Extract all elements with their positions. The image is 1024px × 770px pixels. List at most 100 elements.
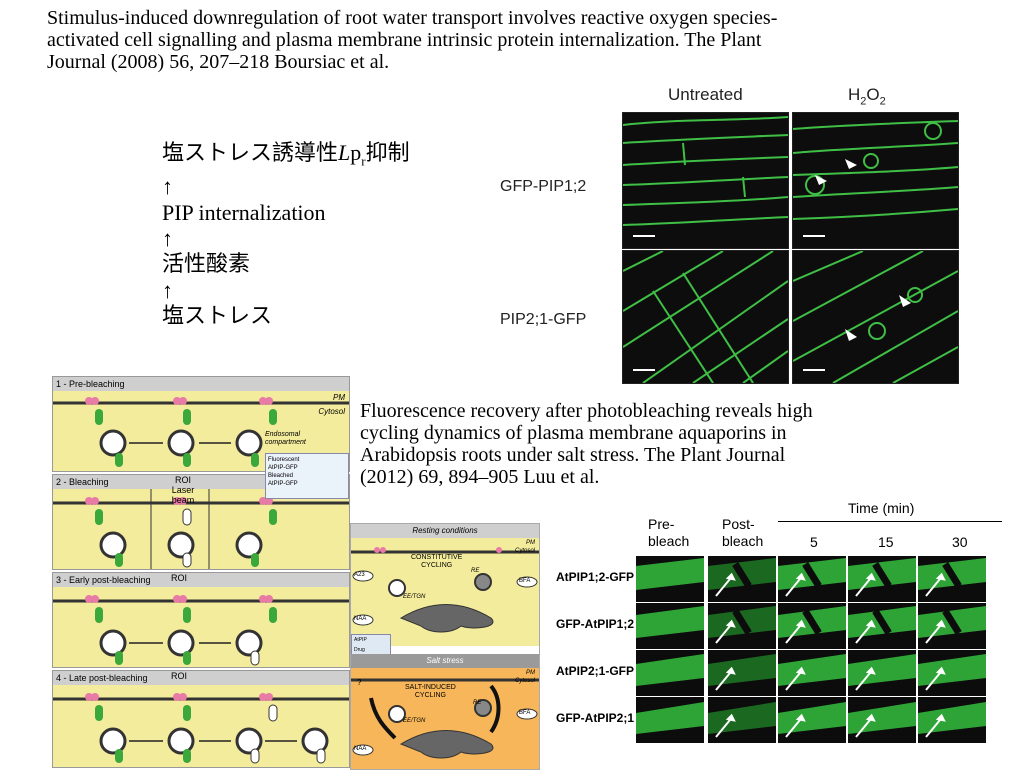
sub-2: 2: [860, 95, 867, 108]
cycling-diagram: Resting conditions CONSTITUTIVE CYCLING …: [350, 523, 540, 770]
cytosol-label: Cytosol: [514, 548, 535, 554]
citation-boursiac: Stimulus-induced downregulation of root …: [47, 7, 1007, 73]
frap-micrograph: [708, 650, 776, 696]
scale-bar: [633, 369, 655, 371]
frap-micrograph: [636, 650, 704, 696]
roi-label: ROI Laser beam: [163, 475, 203, 505]
up-arrow: ↑: [162, 174, 173, 200]
scale-bar: [803, 369, 825, 371]
frap-micrograph: [708, 603, 776, 649]
col-text: Post-: [722, 516, 755, 532]
salt-induced-label: SALT-INDUCED CYCLING: [405, 684, 456, 700]
re-label: RE: [473, 700, 482, 706]
frap-micrograph: [778, 697, 846, 743]
row-label-pip21-gfp: PIP2;1-GFP: [500, 311, 587, 328]
citation-luu: Fluorescence recovery after photobleachi…: [360, 400, 960, 488]
time-header-rule: [778, 521, 1002, 522]
endosome-label: Endosomal compartment: [265, 431, 306, 447]
naa-label: NAA: [354, 616, 367, 622]
cytosol-label: Cytosol: [514, 678, 535, 684]
frap-micrograph: [636, 697, 704, 743]
column-label-untreated: Untreated: [668, 85, 743, 104]
ee-tgn-label: EE/TGN: [403, 594, 426, 600]
frap-micrograph: [848, 650, 916, 696]
citation-line: Arabidopsis roots under salt stress. The…: [360, 444, 786, 466]
a23-label: A23: [354, 572, 365, 578]
flow-line-ros: 活性酸素: [162, 252, 251, 278]
frap-micrograph: [636, 603, 704, 649]
row-label: AtPIP1;2-GFP: [555, 570, 634, 584]
citation-line: cycling dynamics of plasma membrane aqua…: [360, 422, 787, 444]
row-label-gfp-pip12: GFP-PIP1;2: [500, 178, 587, 195]
col-text: Pre-: [648, 516, 675, 532]
o-text: O: [866, 85, 880, 104]
resting-title: Resting conditions: [351, 524, 539, 538]
frap-schematic: 1 - Pre-bleaching PM Cytosol Endosomal c…: [52, 376, 350, 768]
endosome-text: Endosomal: [265, 431, 301, 438]
time-header: Time (min): [848, 500, 915, 516]
stage-early-post-bleaching: 3 - Early post-bleaching ROI: [52, 572, 350, 668]
frap-micrograph: [848, 697, 916, 743]
endosome-text: compartment: [265, 439, 306, 446]
salt-title: Salt stress: [351, 654, 539, 668]
frap-timecourse-figure: Time (min) Pre- bleach Post- bleach 5 15…: [542, 500, 1002, 768]
flow-sub: r: [361, 153, 366, 169]
salt-induced-text: CYCLING: [414, 692, 446, 699]
citation-line: activated cell signalling and plasma mem…: [47, 29, 762, 51]
col-text: bleach: [648, 533, 690, 549]
scale-bar: [633, 235, 655, 237]
salt-panel: Salt stress ? SALT-INDUCED CYCLING PM Cy…: [351, 654, 539, 769]
salt-induced-text: SALT-INDUCED: [405, 684, 456, 691]
ee-tgn-label: EE/TGN: [403, 718, 426, 724]
bfa-label: BFA: [519, 710, 531, 716]
flow-line-salt: 塩ストレス: [162, 304, 273, 330]
constitutive-label: CONSTITUTIVE CYCLING: [411, 554, 462, 570]
row-label: AtPIP2;1-GFP: [555, 664, 634, 678]
flow-line-lpr: 塩ストレス誘導性Lpr抑制: [162, 138, 482, 176]
legend-box: Fluorescent AtPIP-GFP Bleached AtPIP-GFP: [265, 453, 349, 499]
micrograph-untreated-pip12: [622, 112, 789, 249]
col-15-min: 15: [878, 534, 894, 550]
micrograph-untreated-pip21: [622, 250, 789, 384]
legend-text: AtPIP-GFP: [268, 465, 298, 471]
frap-micrograph: [918, 603, 986, 649]
micrograph-h2o2-pip21: [792, 250, 959, 384]
stage-late-post-bleaching: 4 - Late post-bleaching ROI: [52, 670, 350, 768]
stage-title: 3 - Early post-bleaching: [53, 573, 349, 587]
legend-text: AtPIP-GFP: [268, 481, 298, 487]
citation-line: (2012) 69, 894–905 Luu et al.: [360, 466, 600, 488]
bfa-label: BFA: [519, 578, 531, 584]
col-text: bleach: [722, 533, 764, 549]
flow-p: p: [350, 140, 362, 165]
flow-text: 塩ストレス誘導性: [162, 141, 339, 166]
pm-label: PM: [526, 540, 535, 546]
constitutive-text: CONSTITUTIVE: [411, 554, 463, 561]
frap-micrograph: [918, 650, 986, 696]
up-arrow: ↑: [162, 278, 173, 304]
constitutive-text: CYCLING: [421, 562, 453, 569]
col-post-bleach: Post- bleach: [722, 516, 763, 550]
legend-text: Bleached: [268, 473, 294, 479]
stage-title: 4 - Late post-bleaching: [53, 671, 349, 685]
roi-text: ROI: [174, 475, 191, 485]
mechanism-flow: 塩ストレス誘導性Lpr抑制 ↑ PIP internalization ↑ 活性…: [162, 138, 482, 332]
citation-line: Fluorescence recovery after photobleachi…: [360, 400, 813, 422]
col-pre-bleach: Pre- bleach: [648, 516, 689, 550]
frap-micrograph: [636, 556, 704, 602]
frap-micrograph: [848, 603, 916, 649]
column-label-h2o2: H2O2: [848, 85, 886, 107]
frap-micrograph: [708, 697, 776, 743]
sub-2: 2: [879, 95, 886, 108]
micrograph-h2o2-pip12: [792, 112, 959, 249]
flow-text: 抑制: [365, 141, 410, 166]
frap-micrograph: [918, 697, 986, 743]
naa-label: NAA: [354, 746, 367, 752]
scale-bar: [803, 235, 825, 237]
flow-italic: L: [338, 140, 351, 165]
frap-micrograph: [778, 650, 846, 696]
frap-micrograph: [848, 556, 916, 602]
microscopy-figure: Untreated H2O2 GFP-PIP1;2 PIP2;1-GFP: [496, 82, 988, 384]
resting-panel: Resting conditions CONSTITUTIVE CYCLING …: [351, 524, 539, 646]
cytosol-label: Cytosol: [318, 407, 345, 416]
legend-text: Drug: [354, 647, 365, 653]
